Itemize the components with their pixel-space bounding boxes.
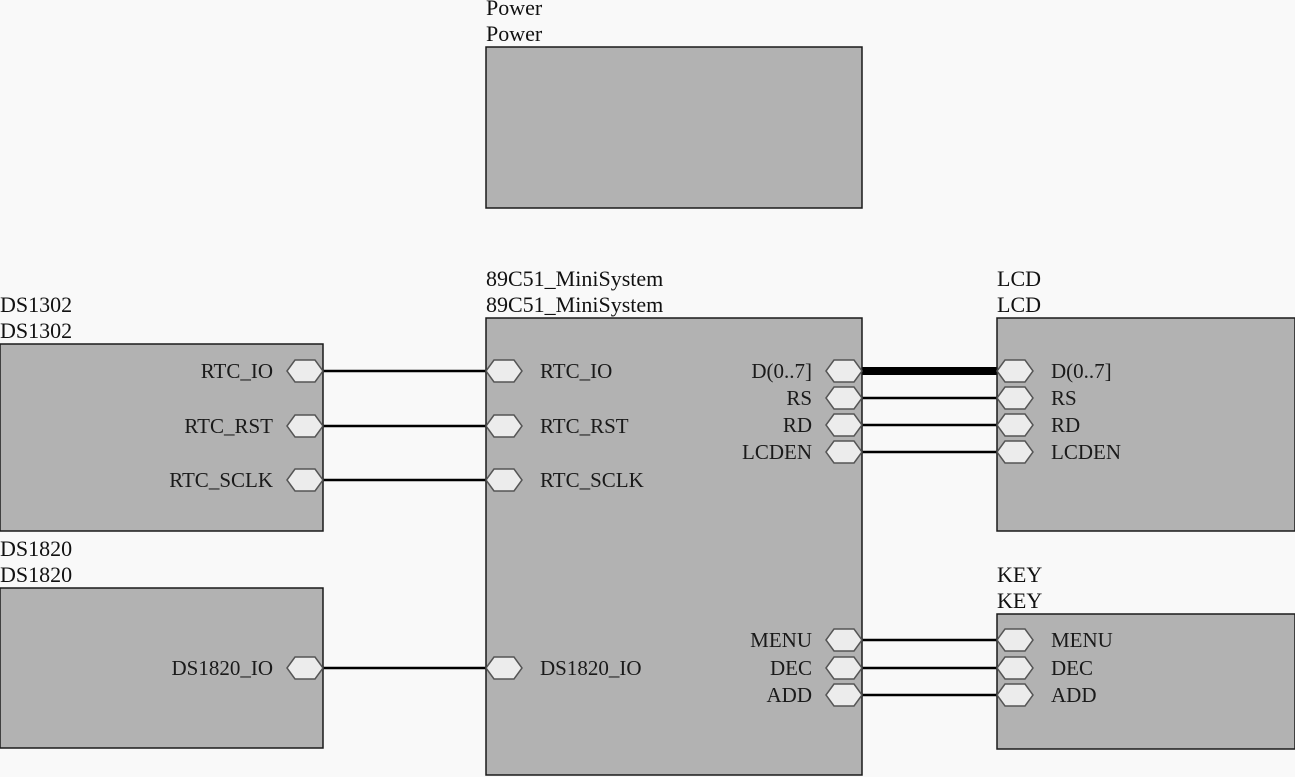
block-power-body[interactable] [485, 46, 863, 209]
port-connector-icon[interactable] [996, 359, 1034, 383]
port-label: ADD [767, 683, 813, 707]
wires-layer [323, 367, 997, 697]
port-mcu_rs[interactable]: RS [786, 386, 863, 410]
port-mcu_rtc_io[interactable]: RTC_IO [485, 359, 612, 383]
block-power-name: Power [486, 0, 543, 20]
port-connector-icon[interactable] [996, 628, 1034, 652]
port-mcu_menu[interactable]: MENU [750, 628, 863, 652]
port-connector-icon[interactable] [286, 359, 324, 383]
port-label: RS [1051, 386, 1077, 410]
port-label: LCDEN [1051, 440, 1121, 464]
port-label: RTC_RST [184, 414, 273, 438]
block-key-body[interactable] [996, 613, 1295, 750]
port-key_dec[interactable]: DEC [996, 656, 1093, 680]
port-connector-icon[interactable] [286, 468, 324, 492]
block-mcu-name: 89C51_MiniSystem [486, 266, 663, 291]
block-mcu-body[interactable] [485, 317, 863, 776]
block-lcd-body[interactable] [996, 317, 1295, 532]
port-connector-icon[interactable] [825, 359, 863, 383]
port-lcd_lcden[interactable]: LCDEN [996, 440, 1121, 464]
port-connector-icon[interactable] [996, 656, 1034, 680]
port-label: LCDEN [742, 440, 812, 464]
port-mcu_dec[interactable]: DEC [770, 656, 863, 680]
block-ds1302-name: DS1302 [0, 292, 72, 317]
port-connector-icon[interactable] [825, 656, 863, 680]
port-label: RTC_IO [201, 359, 273, 383]
port-label: MENU [750, 628, 812, 652]
port-connector-icon[interactable] [825, 683, 863, 707]
port-key_menu[interactable]: MENU [996, 628, 1113, 652]
port-label: D(0..7] [751, 359, 812, 383]
block-ds1820-designator: DS1820 [0, 562, 72, 587]
port-lcd_d[interactable]: D(0..7] [996, 359, 1112, 383]
port-ds1302_rtc_rst[interactable]: RTC_RST [184, 414, 324, 438]
block-mcu-designator: 89C51_MiniSystem [486, 292, 663, 317]
block-ds1302-body[interactable] [0, 343, 324, 532]
block-key-designator: KEY [997, 588, 1042, 613]
port-label: RTC_RST [540, 414, 629, 438]
port-connector-icon[interactable] [825, 386, 863, 410]
port-mcu_rtc_rst[interactable]: RTC_RST [485, 414, 629, 438]
port-connector-icon[interactable] [825, 413, 863, 437]
port-label: D(0..7] [1051, 359, 1112, 383]
port-label: RD [783, 413, 812, 437]
block-ds1820-body[interactable] [0, 587, 324, 749]
port-mcu_d[interactable]: D(0..7] [751, 359, 863, 383]
port-connector-icon[interactable] [996, 683, 1034, 707]
port-label: RS [786, 386, 812, 410]
port-label: DS1820_IO [540, 656, 642, 680]
port-connector-icon[interactable] [485, 359, 523, 383]
port-lcd_rd[interactable]: RD [996, 413, 1080, 437]
port-label: RD [1051, 413, 1080, 437]
port-mcu_lcden[interactable]: LCDEN [742, 440, 863, 464]
port-label: RTC_SCLK [540, 468, 644, 492]
port-connector-icon[interactable] [825, 440, 863, 464]
block-ds1820-name: DS1820 [0, 536, 72, 561]
block-lcd-designator: LCD [997, 292, 1041, 317]
port-connector-icon[interactable] [485, 414, 523, 438]
port-connector-icon[interactable] [996, 386, 1034, 410]
port-ds1302_rtc_sclk[interactable]: RTC_SCLK [169, 468, 324, 492]
port-connector-icon[interactable] [286, 414, 324, 438]
port-label: RTC_IO [540, 359, 612, 383]
block-lcd-name: LCD [997, 266, 1041, 291]
port-lcd_rs[interactable]: RS [996, 386, 1077, 410]
port-ds1302_rtc_io[interactable]: RTC_IO [201, 359, 324, 383]
port-label: DS1820_IO [171, 656, 273, 680]
port-connector-icon[interactable] [286, 656, 324, 680]
port-connector-icon[interactable] [996, 440, 1034, 464]
block-key-name: KEY [997, 562, 1042, 587]
port-label: DEC [1051, 656, 1093, 680]
port-connector-icon[interactable] [485, 656, 523, 680]
block-power-designator: Power [486, 21, 543, 46]
port-ds1820_io[interactable]: DS1820_IO [171, 656, 324, 680]
port-mcu_ds1820_io[interactable]: DS1820_IO [485, 656, 642, 680]
block-ds1302-designator: DS1302 [0, 318, 72, 343]
port-connector-icon[interactable] [485, 468, 523, 492]
port-label: DEC [770, 656, 812, 680]
port-mcu_rd[interactable]: RD [783, 413, 863, 437]
port-connector-icon[interactable] [825, 628, 863, 652]
port-mcu_rtc_sclk[interactable]: RTC_SCLK [485, 468, 644, 492]
port-label: RTC_SCLK [169, 468, 273, 492]
port-key_add[interactable]: ADD [996, 683, 1097, 707]
port-label: MENU [1051, 628, 1113, 652]
port-mcu_add[interactable]: ADD [767, 683, 863, 707]
port-connector-icon[interactable] [996, 413, 1034, 437]
port-label: ADD [1051, 683, 1097, 707]
